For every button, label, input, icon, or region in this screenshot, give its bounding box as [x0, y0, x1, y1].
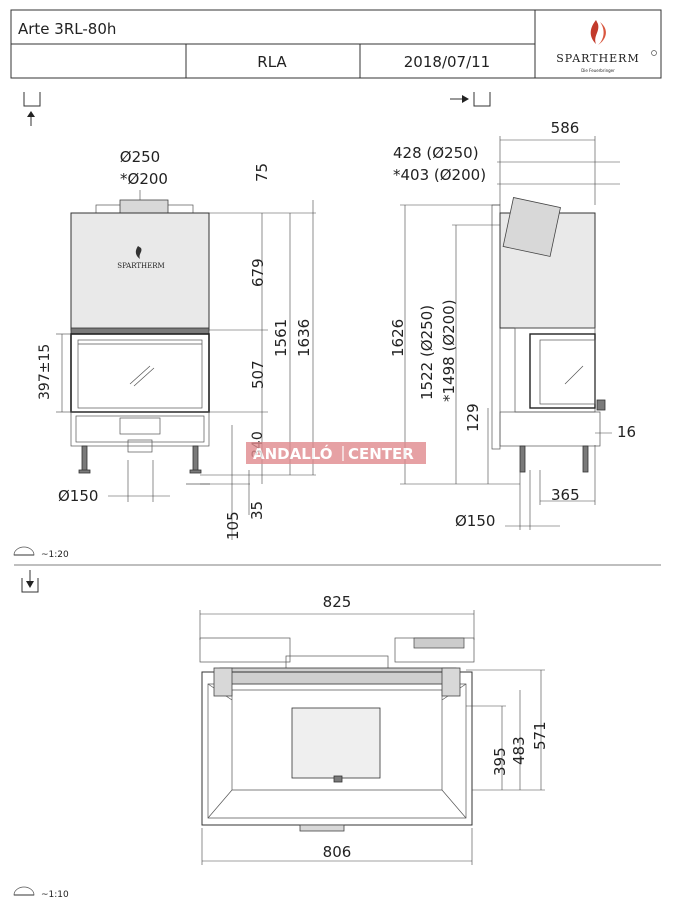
dim-679: 679: [249, 258, 267, 287]
scale-upper-text: ~1:20: [41, 550, 69, 560]
model-name: Arte 3RL-80h: [18, 20, 116, 38]
front-logo: SPARTHERM: [117, 246, 165, 270]
front-view: SPARTHERM Ø250 *Ø200 397±15: [37, 148, 316, 540]
side-offset-200: *403 (Ø200): [393, 166, 486, 184]
air-inlet-side: Ø150: [455, 512, 495, 530]
side-dim-365: 365: [551, 486, 580, 504]
dim-507: 507: [249, 360, 267, 389]
flue-diameter-250: Ø250: [120, 148, 160, 166]
plan-dim-483: 483: [510, 736, 528, 765]
side-view-icon: [450, 92, 491, 107]
side-view: 586 428 (Ø250) *403 (Ø200) 1626 1522 (Ø2…: [389, 119, 636, 530]
watermark-left: ANDALLÓ: [253, 444, 333, 463]
side-dim-1498: *1498 (Ø200): [440, 299, 458, 402]
side-dim-129: 129: [464, 403, 482, 432]
side-dim-1522: 1522 (Ø250): [418, 305, 436, 400]
plan-view-icon: [21, 570, 39, 593]
side-dim-1626: 1626: [389, 319, 407, 357]
dim-105: 105: [224, 511, 242, 540]
scale-upper: ~1:20: [13, 546, 69, 560]
side-dim-16: 16: [617, 423, 636, 441]
plan-dim-571: 571: [531, 721, 549, 750]
watermark-right: CENTER: [348, 445, 414, 463]
dim-397: 397±15: [37, 344, 53, 400]
scale-lower: ~1:10: [13, 886, 69, 900]
plan-dim-806: 806: [323, 843, 352, 861]
side-dim-586: 586: [551, 119, 580, 137]
spartherm-logo: SPARTHERM Die Feuerbringer: [556, 20, 657, 73]
dim-1636: 1636: [295, 319, 313, 357]
title-block: Arte 3RL-80h RLA 2018/07/11 SPARTHERM Di…: [10, 9, 662, 79]
front-view-icon: [23, 92, 41, 126]
plan-dim-825: 825: [323, 593, 352, 611]
watermark: ANDALLÓ CENTER: [246, 442, 426, 464]
variant-code: RLA: [257, 53, 287, 71]
brand-text: SPARTHERM: [556, 52, 639, 65]
dim-75: 75: [253, 163, 271, 182]
flue-diameter-200: *Ø200: [120, 170, 168, 188]
air-inlet-front: Ø150: [58, 487, 98, 505]
brand-tagline: Die Feuerbringer: [581, 68, 615, 73]
drawing-date: 2018/07/11: [404, 53, 490, 71]
scale-lower-text: ~1:10: [41, 890, 69, 900]
dim-1561: 1561: [272, 319, 290, 357]
dim-35: 35: [248, 501, 266, 520]
side-offset-250: 428 (Ø250): [393, 144, 479, 162]
front-logo-text: SPARTHERM: [117, 262, 164, 270]
plan-view: 825 395 483 571 806: [199, 593, 549, 865]
plan-dim-395: 395: [491, 747, 509, 776]
